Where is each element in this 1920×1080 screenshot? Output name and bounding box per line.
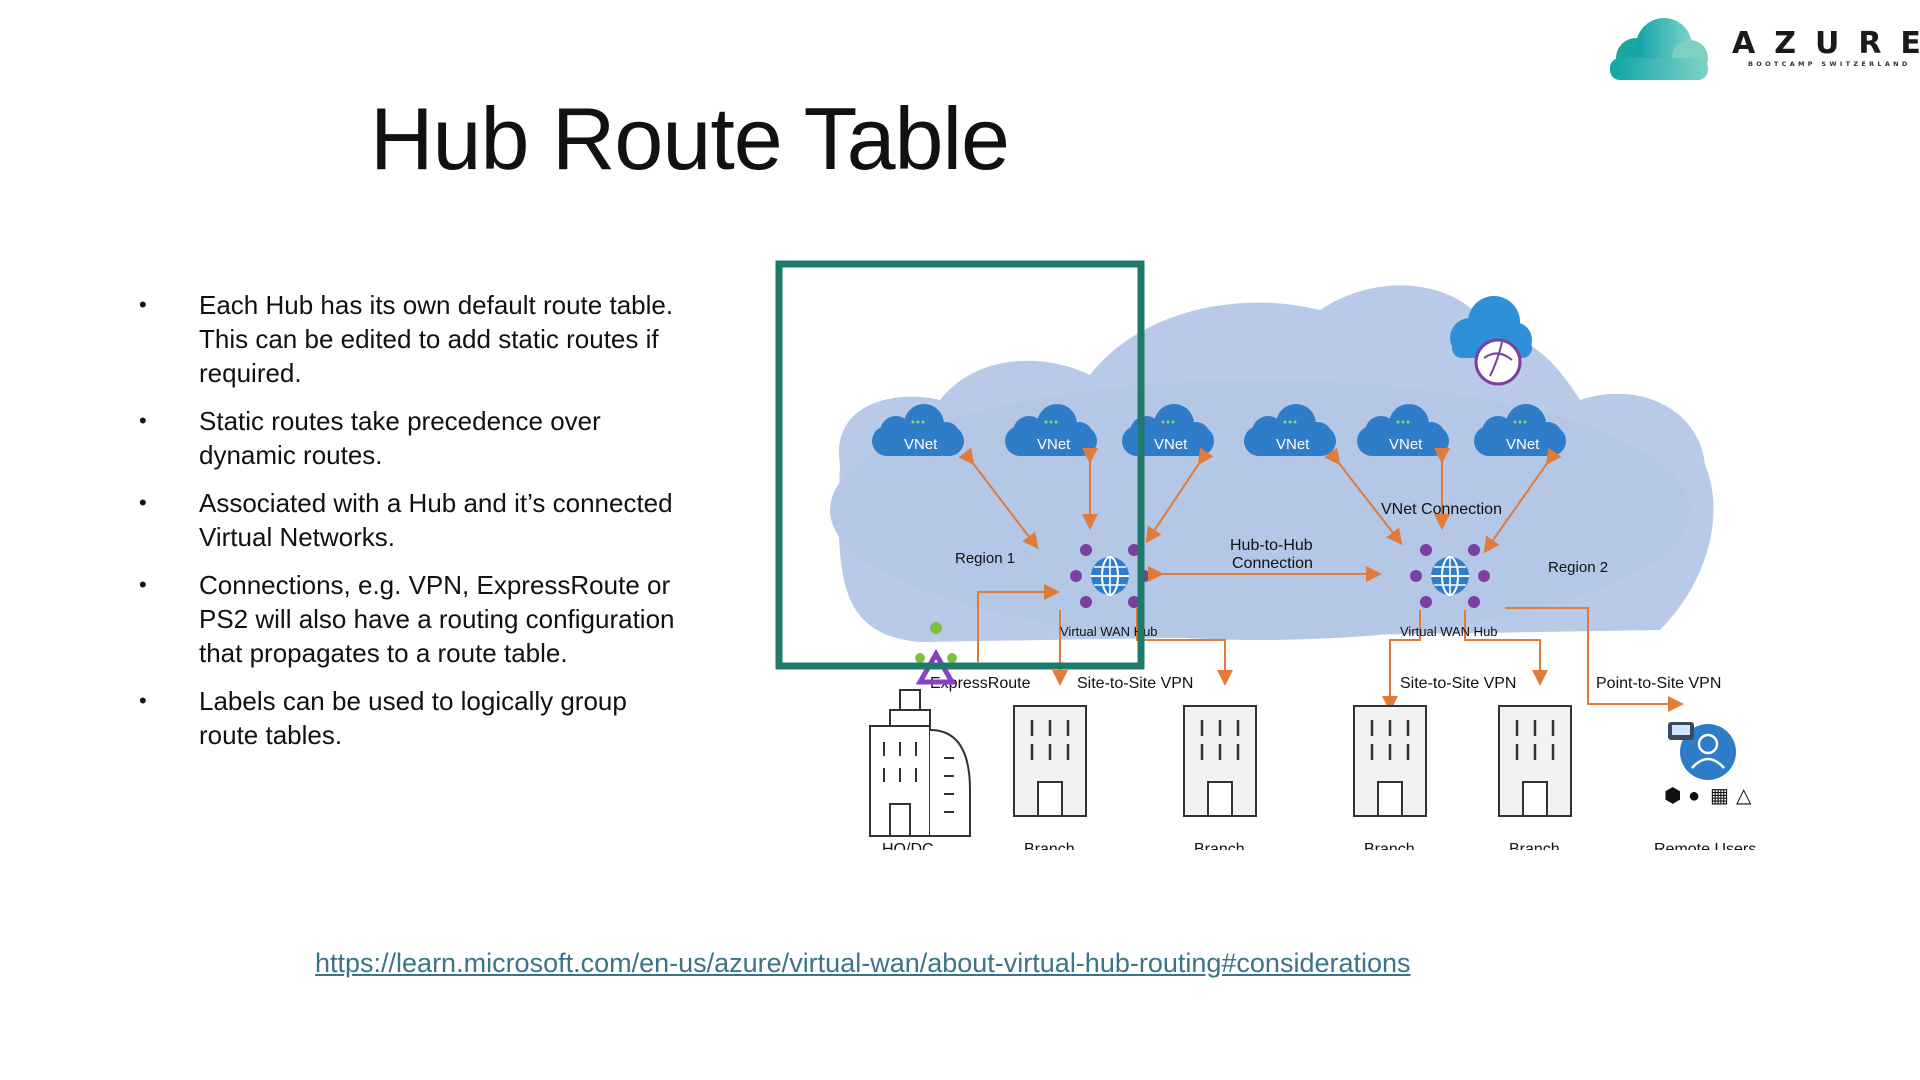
bullet-item: • Each Hub has its own default route tabl… <box>135 288 675 390</box>
logo-subtitle: BOOTCAMP SWITZERLAND <box>1748 60 1911 68</box>
bullet-item: • Connections, e.g. VPN, ExpressRoute or … <box>135 568 675 670</box>
expressroute-label: ExpressRoute <box>930 675 1031 692</box>
vnet-icon: VNet <box>872 404 964 456</box>
branch-label: Branch <box>1509 841 1560 850</box>
branch-label: Branch <box>1024 841 1075 850</box>
azure-region-cloud <box>830 285 1714 642</box>
bullet-text: Static routes take precedence over dynam… <box>199 406 601 470</box>
svg-text:VNet: VNet <box>904 436 938 453</box>
svg-text:VNet: VNet <box>1389 436 1423 453</box>
s2s-vpn-label: Site-to-Site VPN <box>1400 675 1516 692</box>
region-2-label: Region 2 <box>1548 559 1608 576</box>
branch-building-icon <box>1352 704 1428 818</box>
hub-label: Virtual WAN Hub <box>1060 624 1158 639</box>
bullet-dot-icon: • <box>139 490 147 515</box>
branch-building-icon <box>1012 704 1088 818</box>
svg-text:VNet: VNet <box>1276 436 1310 453</box>
logo-wordmark: AZURE <box>1732 26 1920 61</box>
svg-text:⬢: ⬢ <box>1664 785 1681 807</box>
bullet-text: Associated with a Hub and it’s connected… <box>199 488 673 552</box>
bullet-dot-icon: • <box>139 688 147 713</box>
virtual-wan-diagram: VNet VNet VNet VNet VNet VNet Region 1 R… <box>775 260 1756 850</box>
bullet-dot-icon: • <box>139 292 147 317</box>
svg-text:▦: ▦ <box>1710 785 1729 807</box>
hq-label: HQ/DC <box>882 841 934 850</box>
vnet-icon: VNet <box>1005 404 1097 456</box>
hq-datacenter-icon <box>869 622 971 837</box>
vnet-connection-arrows <box>958 447 1684 712</box>
remote-user-icon <box>1668 722 1736 780</box>
slide-title: Hub Route Table <box>370 89 1010 188</box>
bullet-item: • Associated with a Hub and it’s connecte… <box>135 486 675 554</box>
remote-users-label: Remote Users <box>1654 841 1756 850</box>
azure-bootcamp-logo <box>1610 18 1708 80</box>
svg-text:VNet: VNet <box>1506 436 1540 453</box>
highlight-box <box>775 260 1145 670</box>
s2s-vpn-label: Site-to-Site VPN <box>1077 675 1193 692</box>
svg-text:VNet: VNet <box>1154 436 1188 453</box>
hub-to-hub-label: Hub-to-Hub <box>1230 537 1313 554</box>
bullet-dot-icon: • <box>139 572 147 597</box>
bullet-text: Each Hub has its own default route table… <box>199 290 674 388</box>
svg-text:VNet: VNet <box>1037 436 1071 453</box>
bullet-dot-icon: • <box>139 408 147 433</box>
svg-text:●: ● <box>1688 785 1700 807</box>
platform-os-icons: ⬢ ● ▦ △ <box>1664 785 1752 807</box>
bullet-item: • Labels can be used to logically group r… <box>135 684 675 752</box>
p2s-vpn-label: Point-to-Site VPN <box>1596 675 1721 692</box>
svg-text:△: △ <box>1736 785 1752 807</box>
hub-label: Virtual WAN Hub <box>1400 624 1498 639</box>
bullet-text: Labels can be used to logically group ro… <box>199 686 627 750</box>
branch-building-icon <box>1182 704 1258 818</box>
bullet-item: • Static routes take precedence over dyna… <box>135 404 675 472</box>
bullet-list: • Each Hub has its own default route tabl… <box>135 288 675 766</box>
azure-wan-icon <box>1450 296 1532 386</box>
bullet-text: Connections, e.g. VPN, ExpressRoute or P… <box>199 570 675 668</box>
vnet-connection-label: VNet Connection <box>1381 501 1502 518</box>
branch-label: Branch <box>1194 841 1245 850</box>
branch-building-icon <box>1497 704 1573 818</box>
hub-to-hub-label: Connection <box>1232 555 1313 572</box>
vnet-icon: VNet <box>1244 404 1336 456</box>
region-1-label: Region 1 <box>955 550 1015 567</box>
branch-label: Branch <box>1364 841 1415 850</box>
documentation-link[interactable]: https://learn.microsoft.com/en-us/azure/… <box>315 948 1411 978</box>
